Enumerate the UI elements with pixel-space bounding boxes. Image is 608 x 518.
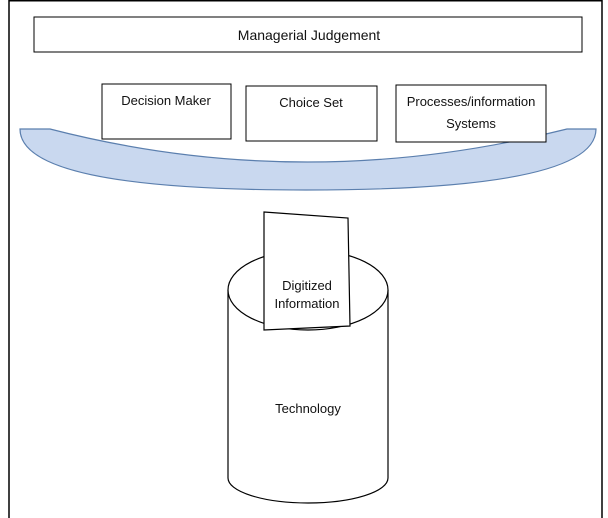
choice-set-label: Choice Set [279,95,343,110]
processes-systems-box [395,84,547,143]
bowl-shape [19,128,597,191]
processes-systems-label-line2: Systems [446,116,496,131]
technology-label: Technology [275,401,341,416]
choice-set-box [245,85,378,142]
digitized-information-label-line2: Information [274,296,339,311]
managerial-judgement-label: Managerial Judgement [238,27,381,43]
decision-maker-box [101,83,232,140]
managerial-judgement-box [33,16,583,53]
decision-maker-label: Decision Maker [121,93,211,108]
processes-systems-node: Processes/information Systems [395,84,547,143]
processes-systems-label-line1: Processes/information [407,94,536,109]
cylinder-body [227,290,389,504]
decision-maker-node: Decision Maker [101,83,232,140]
choice-set-node: Choice Set [245,85,378,142]
digitized-information-node: Digitized Information [263,211,351,331]
digitized-information-label-line1: Digitized [282,278,332,293]
managerial-judgement-node: Managerial Judgement [33,16,583,53]
digitized-information-document [263,211,351,331]
